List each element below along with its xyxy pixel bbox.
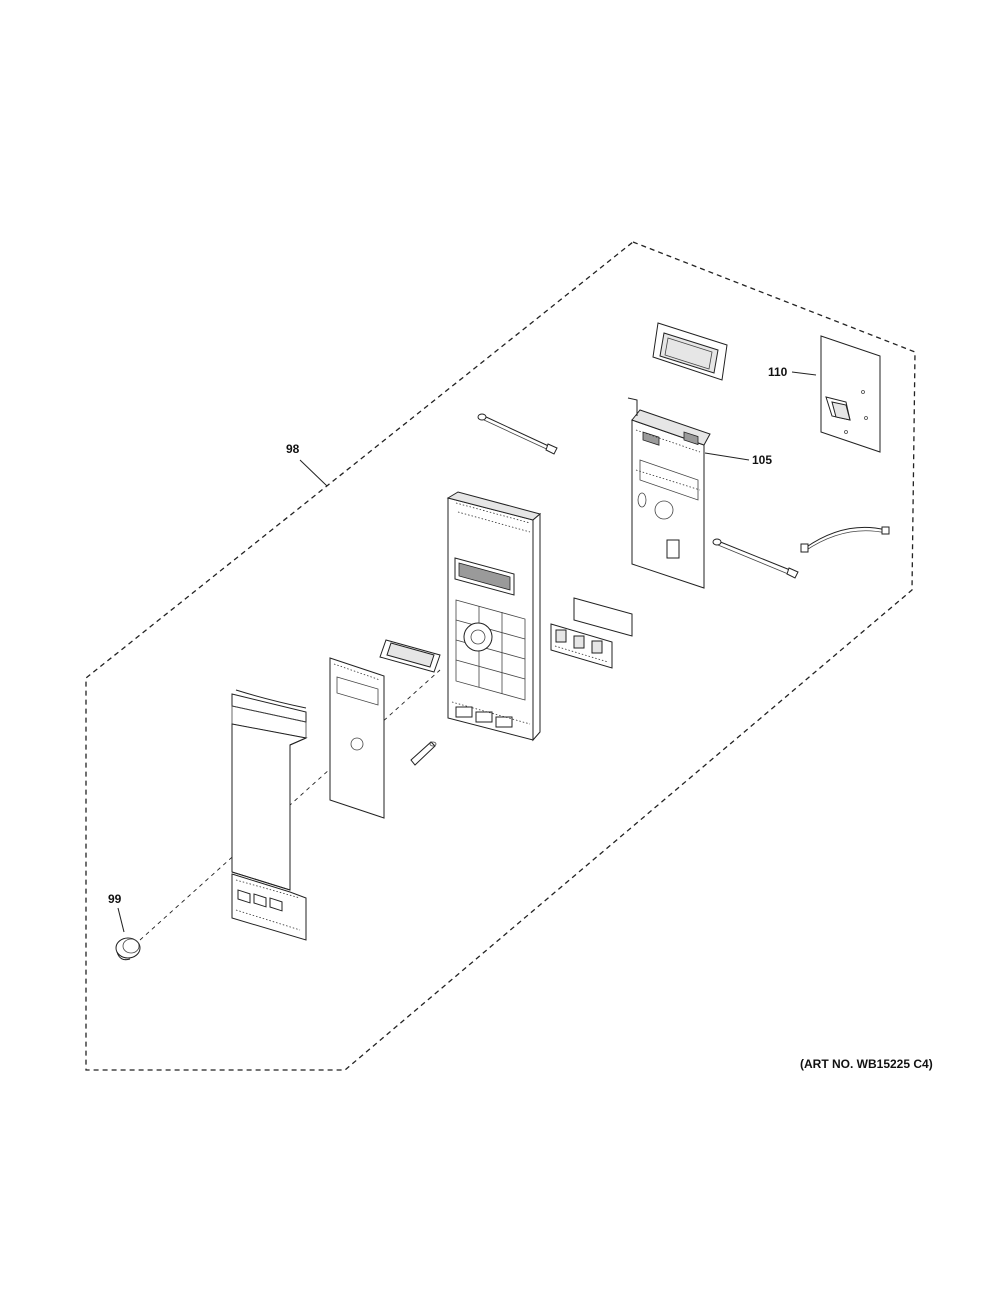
callout-110[interactable]: 110 xyxy=(768,365,817,379)
screw-upper xyxy=(477,413,558,455)
svg-text:105: 105 xyxy=(752,453,772,467)
svg-text:99: 99 xyxy=(108,892,122,906)
control-board-part-105[interactable] xyxy=(627,397,711,589)
callout-105[interactable]: 105 xyxy=(704,452,772,467)
component-board-part-110[interactable] xyxy=(820,335,881,453)
svg-text:110: 110 xyxy=(768,365,788,379)
callout-98[interactable]: 98 xyxy=(286,442,328,487)
tact-switch-board xyxy=(550,597,633,669)
membrane-overlay-sheet xyxy=(231,689,308,941)
knob-part-99[interactable] xyxy=(115,937,141,961)
display-module xyxy=(652,322,728,381)
control-panel-frame xyxy=(446,491,542,742)
wire-harness xyxy=(800,526,890,553)
svg-text:98: 98 xyxy=(286,442,300,456)
display-window-lens xyxy=(379,639,441,673)
spacer-pin xyxy=(410,741,437,766)
front-decal-panel xyxy=(329,657,385,819)
screw-lower xyxy=(712,538,799,579)
art-number-label: (ART NO. WB15225 C4) xyxy=(800,1057,933,1071)
callout-99[interactable]: 99 xyxy=(108,892,125,933)
